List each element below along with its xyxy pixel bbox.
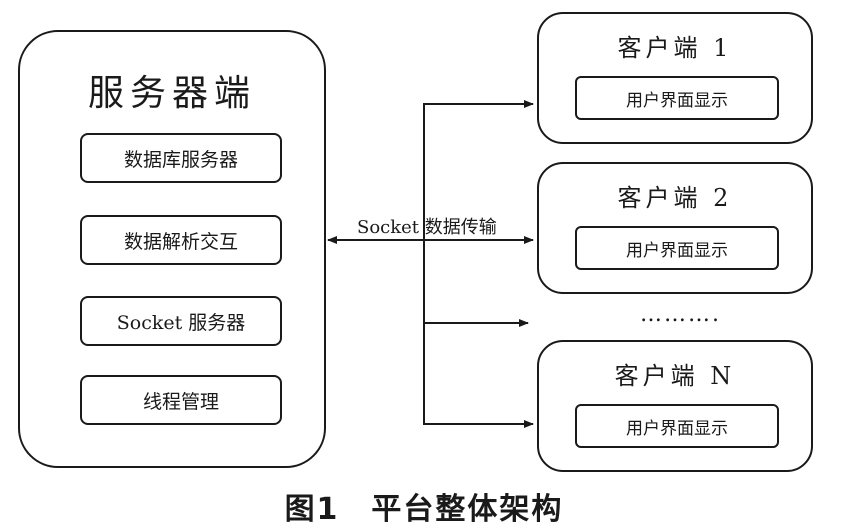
client-ui-box: 用户界面显示 [575,76,779,120]
transfer-label: Socket 数据传输 [357,217,497,238]
module-thread-management: 线程管理 [80,375,282,425]
client-ui-box: 用户界面显示 [575,404,779,448]
client-title: 客户端 N [614,362,736,390]
module-socket-server: Socket 服务器 [80,296,282,346]
ellipsis: ………. [640,302,721,327]
module-database-server: 数据库服务器 [80,133,282,183]
client-title: 客户端 2 [617,184,733,212]
server-title: 服务器端 [87,73,256,114]
client-block-1: 客户端 1 用户界面显示 [537,12,813,144]
client-title: 客户端 1 [617,34,733,62]
client-block-2: 客户端 2 用户界面显示 [537,162,813,294]
module-data-parsing: 数据解析交互 [80,215,282,265]
figure-caption: 图1 平台整体架构 [284,492,564,527]
client-ui-box: 用户界面显示 [575,226,779,270]
client-block-n: 客户端 N 用户界面显示 [537,340,813,472]
